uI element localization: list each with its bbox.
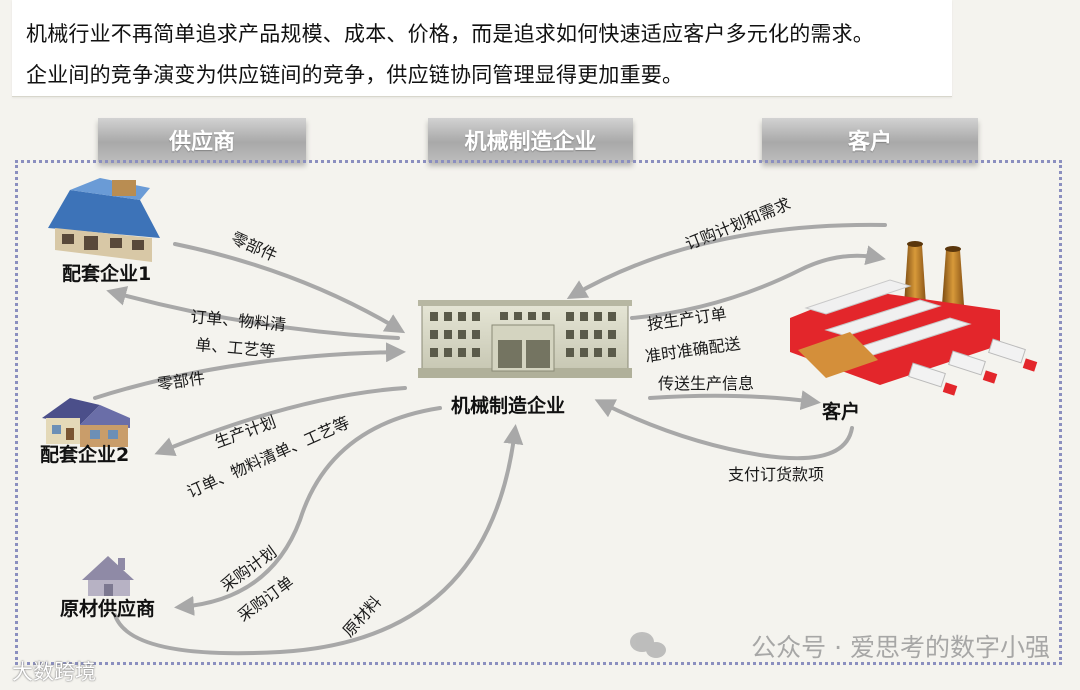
flow-label-customer-demand: 订购计划和需求 [682,194,793,254]
flow-label-production-info: 传送生产信息 [658,374,754,393]
flow-label-payment: 支付订货款项 [728,465,824,484]
flow-label-s1-order-b: 单、工艺等 [195,335,276,361]
flow-label-deliver: 准时准确配送 [644,334,742,366]
watermark-main: 公众号 · 爱思考的数字小强 [751,628,1050,664]
node-supplier1: 配套企业1 [62,262,151,285]
node-manufacturer: 机械制造企业 [451,394,565,417]
wechat-icon [630,632,666,658]
flow-label-produce-order: 按生产订单 [646,304,728,334]
arrow-raw-material-to-manufacturer [115,430,515,653]
flow-label-s2-parts: 零部件 [156,368,206,393]
node-raw-supplier: 原材供应商 [60,597,155,620]
customer-factory-icon [790,241,1037,396]
arrow-info-manufacturer-to-customer [650,396,815,402]
watermark-corner: 大数跨境 [12,656,96,686]
node-customer: 客户 [822,400,860,423]
arrow-payment-customer-to-manufacturer [600,402,852,458]
flow-label-s1-order-a: 订单、物料清 [190,307,287,334]
arrow-parts-s2-to-manufacturer [95,352,400,398]
supplier1-building-icon [48,178,160,262]
node-supplier2: 配套企业2 [40,443,129,466]
supplier2-house-icon [42,398,130,447]
raw-supplier-house-icon [82,556,134,596]
manufacturer-building-icon [418,300,632,378]
